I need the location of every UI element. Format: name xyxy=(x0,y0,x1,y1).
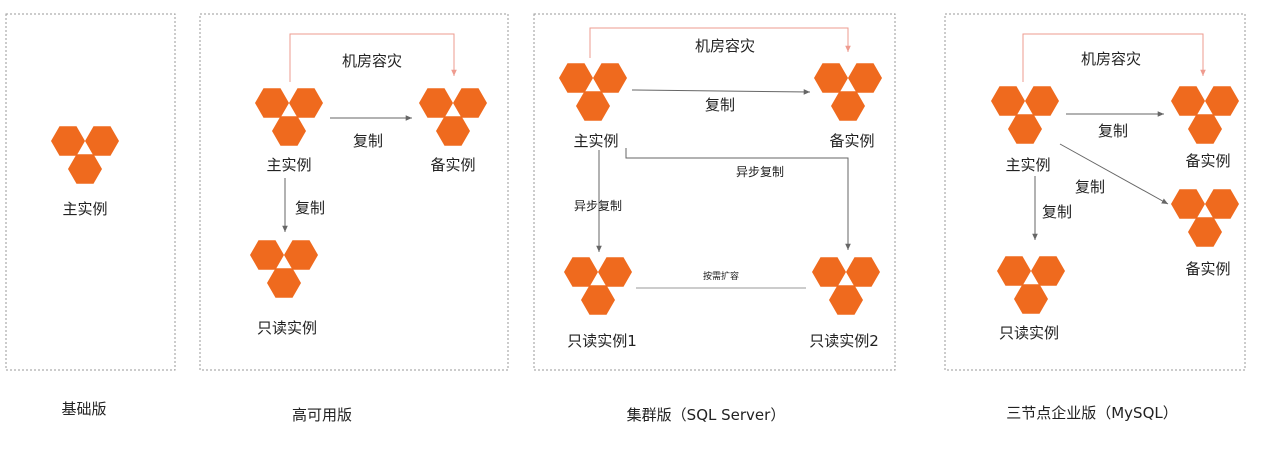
hexagon-icon xyxy=(846,257,880,287)
hexagon-icon xyxy=(68,154,102,184)
ha-replicate-readonly-label: 复制 xyxy=(295,199,325,217)
hexagon-icon xyxy=(848,63,882,93)
caption-high-availability: 高可用版 xyxy=(292,406,352,424)
cluster-readonly2-node xyxy=(812,257,880,315)
ha-primary-node xyxy=(255,88,323,146)
caption-basic: 基础版 xyxy=(61,400,106,418)
enterprise-disaster-recovery-line xyxy=(1022,33,1206,82)
hexagon-icon xyxy=(1171,86,1205,116)
hexagon-icon xyxy=(581,285,615,315)
hexagon-icon xyxy=(991,86,1025,116)
hexagon-icon xyxy=(559,63,593,93)
caption-cluster: 集群版（SQL Server） xyxy=(627,406,786,424)
hexagon-icon xyxy=(85,126,119,156)
hexagon-icon xyxy=(1188,217,1222,247)
hexagon-icon xyxy=(1205,189,1239,219)
enterprise-primary-node xyxy=(991,86,1059,144)
caption-enterprise: 三节点企业版（MySQL） xyxy=(1006,404,1178,422)
hexagon-icon xyxy=(51,126,85,156)
hexagon-icon xyxy=(593,63,627,93)
hexagon-icon xyxy=(289,88,323,118)
ha-primary-label: 主实例 xyxy=(266,156,311,174)
cluster-readonly1-label: 只读实例1 xyxy=(567,332,637,350)
cluster-primary-node xyxy=(559,63,627,121)
enterprise-standby1-label: 备实例 xyxy=(1185,152,1230,170)
hexagon-icon xyxy=(1008,114,1042,144)
enterprise-standby2-node xyxy=(1171,189,1239,247)
ha-disaster-recovery-line xyxy=(289,33,457,82)
hexagon-icon xyxy=(267,268,301,298)
enterprise-standby1-node xyxy=(1171,86,1239,144)
enterprise-standby2-label: 备实例 xyxy=(1185,260,1230,278)
hexagon-icon xyxy=(814,63,848,93)
enterprise-replicate-label-1: 复制 xyxy=(1098,122,1128,140)
enterprise-replicate-arrow-2 xyxy=(1059,143,1169,205)
enterprise-readonly-label: 只读实例 xyxy=(999,324,1059,342)
hexagon-icon xyxy=(1188,114,1222,144)
enterprise-primary-label: 主实例 xyxy=(1005,156,1050,174)
hexagon-icon xyxy=(576,91,610,121)
enterprise-replicate-label-3: 复制 xyxy=(1042,203,1072,221)
hexagon-icon xyxy=(812,257,846,287)
cluster-async-replicate-label-2: 异步复制 xyxy=(736,165,784,179)
hexagon-icon xyxy=(284,240,318,270)
cluster-standby-label: 备实例 xyxy=(829,132,874,150)
hexagon-icon xyxy=(997,256,1031,286)
basic-primary-node xyxy=(51,126,119,184)
panel-cluster xyxy=(533,13,896,371)
enterprise-replicate-label-2: 复制 xyxy=(1075,178,1105,196)
hexagon-icon xyxy=(1171,189,1205,219)
ha-replicate-standby-label: 复制 xyxy=(353,132,383,150)
cluster-readonly1-node xyxy=(564,257,632,315)
hexagon-icon xyxy=(436,116,470,146)
cluster-scale-on-demand-label: 按需扩容 xyxy=(703,270,739,282)
enterprise-readonly-node xyxy=(997,256,1065,314)
hexagon-icon xyxy=(272,116,306,146)
enterprise-disaster-recovery-label: 机房容灾 xyxy=(1081,50,1141,68)
cluster-replicate-label: 复制 xyxy=(705,96,735,114)
ha-standby-label: 备实例 xyxy=(430,156,475,174)
hexagon-icon xyxy=(1025,86,1059,116)
hexagon-icon xyxy=(598,257,632,287)
ha-standby-node xyxy=(419,88,487,146)
hexagon-icon xyxy=(419,88,453,118)
cluster-standby-node xyxy=(814,63,882,121)
hexagon-icon xyxy=(453,88,487,118)
hexagon-icon xyxy=(1014,284,1048,314)
hexagon-icon xyxy=(831,91,865,121)
panel-enterprise xyxy=(944,13,1246,371)
ha-disaster-recovery-label: 机房容灾 xyxy=(342,52,402,70)
panel-basic xyxy=(5,13,176,371)
ha-readonly-node xyxy=(250,240,318,298)
cluster-replicate-arrow xyxy=(631,89,811,95)
hexagon-icon xyxy=(564,257,598,287)
hexagon-icon xyxy=(829,285,863,315)
hexagon-icon xyxy=(250,240,284,270)
hexagon-icon xyxy=(1031,256,1065,286)
hexagon-icon xyxy=(255,88,289,118)
cluster-disaster-recovery-label: 机房容灾 xyxy=(695,37,755,55)
panel-high-availability xyxy=(199,13,509,371)
basic-primary-label: 主实例 xyxy=(62,200,107,218)
ha-readonly-label: 只读实例 xyxy=(257,319,317,337)
cluster-primary-label: 主实例 xyxy=(573,132,618,150)
cluster-disaster-recovery-line xyxy=(589,27,851,58)
cluster-async-replicate-arrow-2 xyxy=(625,148,851,250)
hexagon-icon xyxy=(1205,86,1239,116)
cluster-readonly2-label: 只读实例2 xyxy=(809,332,879,350)
cluster-async-replicate-label-1: 异步复制 xyxy=(574,199,622,213)
